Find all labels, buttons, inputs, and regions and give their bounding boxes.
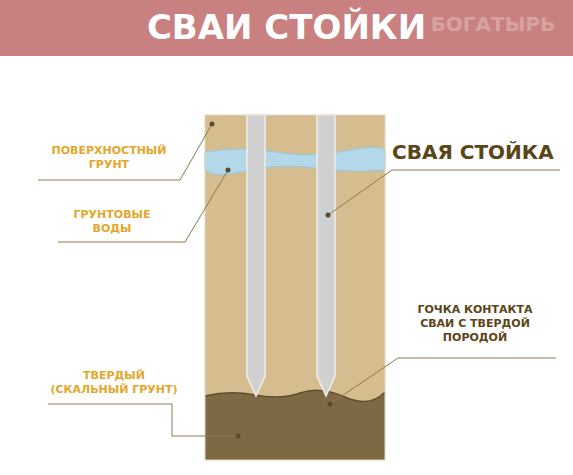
leader-line [58, 170, 228, 242]
title-banner [0, 0, 573, 56]
leader-line [38, 124, 212, 180]
leader-line [48, 404, 238, 436]
pile [247, 115, 265, 396]
leader-dot [328, 402, 333, 407]
leader-dot [326, 213, 331, 218]
part-label: СВАЯ СТОЙКА [392, 140, 562, 165]
layer-label: ГРУНТОВЫЕ ВОДЫ [62, 208, 162, 236]
layer-label: ПОВЕРХНОСТНЫЙ ГРУНТ [38, 144, 180, 172]
leader-dot [226, 168, 231, 173]
watermark: БОГАТЫРЬ [418, 12, 568, 37]
leader-line [330, 358, 556, 404]
part-label: ГОЧКА КОНТАКТА СВАИ С ТВЕРДОЙ ПОРОДОЙ [400, 303, 550, 344]
ground-water [205, 147, 385, 174]
leader-dot [210, 122, 215, 127]
leader-lines [38, 124, 560, 436]
rock-edge [205, 390, 385, 401]
rock [205, 390, 385, 460]
pile [317, 115, 335, 396]
leader-dot [236, 434, 241, 439]
soil-outline [205, 115, 385, 460]
leader-line [328, 170, 560, 215]
leader-dots [210, 122, 333, 439]
layer-label: ТВЕРДЫЙ (СКАЛЬНЫЙ ГРУНТ) [44, 369, 184, 397]
soil [205, 115, 385, 460]
